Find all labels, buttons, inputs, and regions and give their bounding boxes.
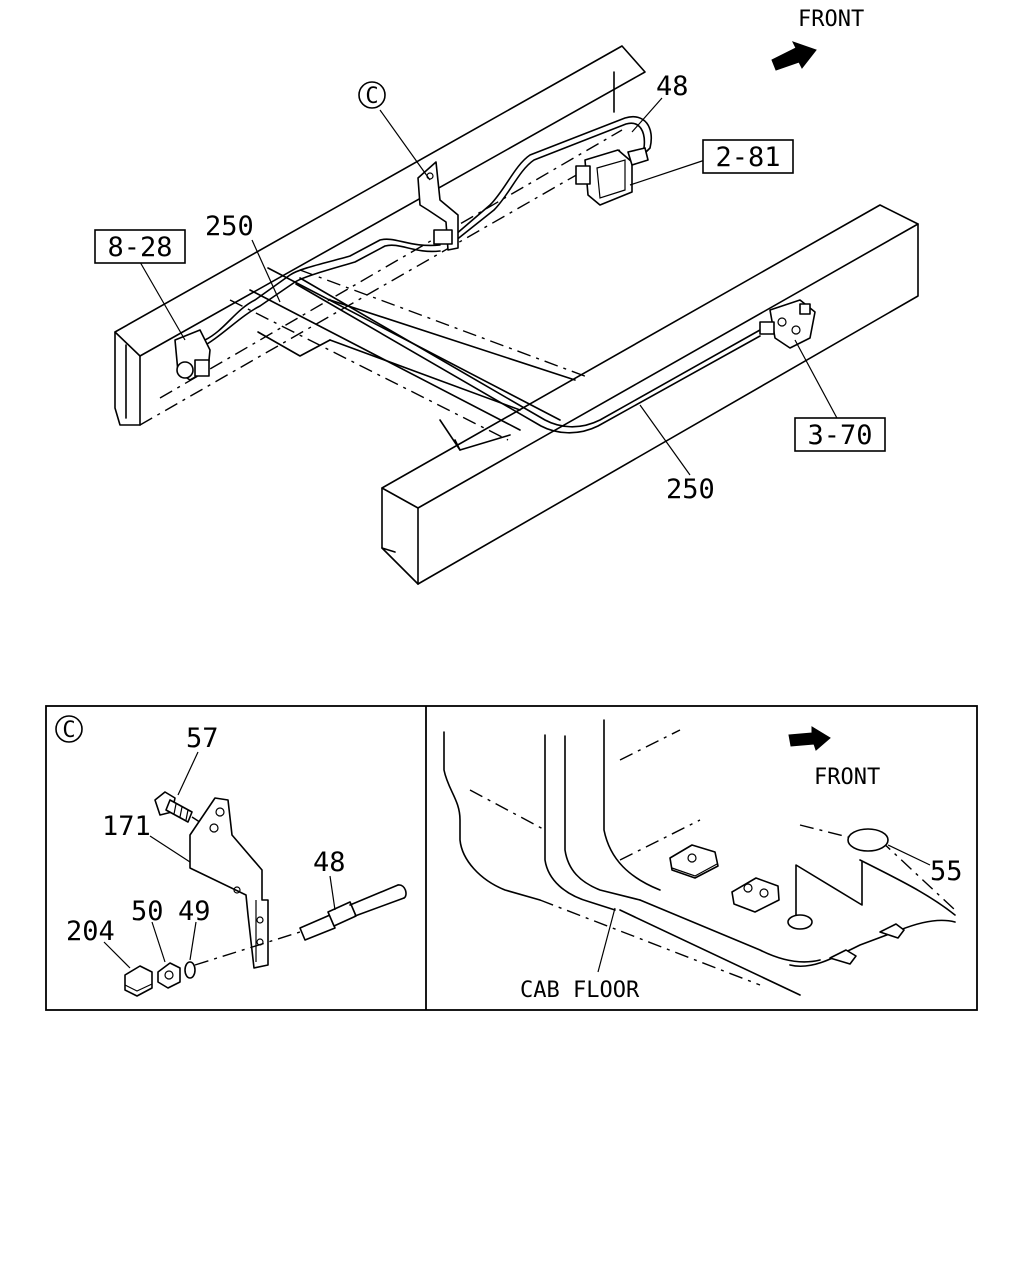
- part-49-label: 49: [178, 896, 211, 927]
- bolt-57: [154, 791, 193, 823]
- cab-floor-label: CAB FLOOR: [520, 978, 640, 1003]
- washer-49: [184, 961, 196, 979]
- cross-member: [229, 267, 591, 451]
- plug-55: [847, 828, 889, 852]
- plug-55-path: [795, 861, 863, 916]
- part-204-label: 204: [66, 916, 115, 947]
- leader-49: [189, 921, 197, 961]
- leader-57: [177, 751, 199, 796]
- fitting-48-detail: [299, 884, 407, 941]
- leader-cab-floor: [597, 907, 616, 973]
- detail-c-marker-circle: [55, 715, 83, 743]
- lower-frame-rail: [381, 204, 919, 585]
- floor-pad-2: [731, 877, 780, 913]
- floor-hole: [787, 914, 813, 930]
- ref-8-28-label: 8-28: [107, 232, 172, 263]
- brake-pipe-250: [199, 238, 761, 434]
- leader-55: [887, 844, 931, 866]
- front-label-detail: FRONT: [814, 765, 880, 790]
- ref-3-70-label: 3-70: [807, 420, 872, 451]
- leader-171: [149, 835, 191, 863]
- valve-2-81: [575, 147, 649, 206]
- ref-2-81-label: 2-81: [715, 142, 780, 173]
- part-55-label: 55: [930, 856, 963, 887]
- fitting-3-70: [759, 299, 816, 349]
- nut-204: [124, 965, 153, 997]
- leader-204: [103, 941, 131, 969]
- part-57-label: 57: [186, 723, 219, 754]
- cab-body: [443, 719, 956, 996]
- main-view: FRONT: [94, 7, 919, 585]
- bracket-c-main: [417, 161, 459, 251]
- callout-c-circle: [358, 81, 386, 109]
- callout-c-letter: C: [365, 84, 378, 109]
- ref-3-70-box: [794, 417, 886, 452]
- brake-pipe-48: [454, 115, 652, 242]
- upper-frame-rail: [114, 45, 646, 426]
- detail-c-marker-letter: C: [62, 718, 75, 743]
- part-250-top-label: 250: [205, 211, 254, 242]
- front-arrow-icon: [771, 41, 817, 71]
- detail-floor: FRONT: [443, 719, 963, 1003]
- front-arrow-detail-icon: [788, 726, 831, 751]
- floor-bump-2: [879, 923, 905, 939]
- front-label: FRONT: [798, 7, 864, 32]
- leader-50: [151, 921, 166, 963]
- part-250-bottom-label: 250: [666, 474, 715, 505]
- leader-48-detail: [329, 875, 336, 911]
- bracket-171: [189, 797, 269, 969]
- ref-2-81-box: [702, 139, 794, 174]
- nut-50: [157, 962, 181, 989]
- part-48-detail-label: 48: [313, 847, 346, 878]
- leader-lines-main: [139, 97, 839, 476]
- detail-c: C: [55, 715, 407, 997]
- fitting-8-28: [174, 329, 211, 381]
- floor-pad-1: [669, 844, 719, 879]
- ref-8-28-box: [94, 229, 186, 264]
- part-171-label: 171: [102, 811, 151, 842]
- part-50-label: 50: [131, 896, 164, 927]
- fitting-48-axis: [194, 931, 301, 966]
- detail-panel: [45, 705, 978, 1011]
- floor-bump-1: [829, 949, 857, 965]
- part-48-label: 48: [656, 71, 689, 102]
